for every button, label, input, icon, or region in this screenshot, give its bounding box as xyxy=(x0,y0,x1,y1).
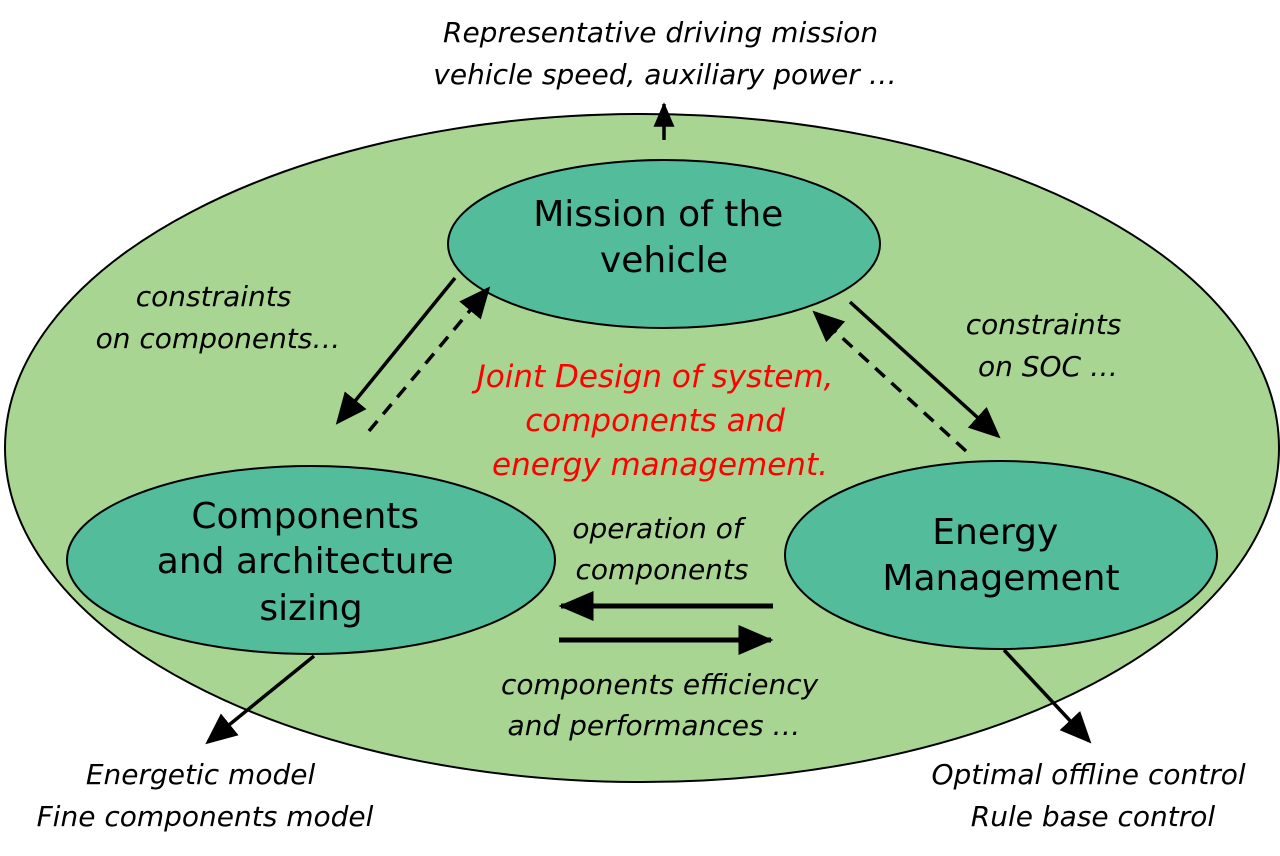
node-mission: Mission of the vehicle xyxy=(447,159,881,329)
label-operation-components-line-2: components xyxy=(576,553,749,586)
center-title: Joint Design of system, components and e… xyxy=(471,359,844,483)
center-line-1: Joint Design of system, xyxy=(471,359,834,395)
output-bottom-left-line-2: Fine components model xyxy=(37,800,374,833)
output-bottom-left: Energetic model Fine components model xyxy=(37,758,374,833)
center-line-2: components and xyxy=(525,403,785,439)
node-energy: Energy Management xyxy=(784,460,1218,650)
node-components-shape xyxy=(66,465,556,655)
output-bottom-right-line-2: Rule base control xyxy=(971,800,1216,833)
arrow-energy-to-mission-dashed xyxy=(812,310,968,453)
node-components-line-2: and architecture xyxy=(157,541,454,582)
output-top-line-1: Representative driving mission xyxy=(443,16,878,49)
arrow-energy-to-bottom-right-output xyxy=(1002,648,1092,744)
node-energy-shape xyxy=(784,460,1218,650)
arrow-mission-to-energy xyxy=(848,300,1001,439)
node-energy-line-2: Management xyxy=(882,558,1119,599)
label-constraints-components-line-1: constraints xyxy=(136,280,292,313)
output-top-line-2: vehicle speed, auxiliary power … xyxy=(433,58,896,91)
label-efficiency-performances: components efficiency and performances … xyxy=(501,668,827,742)
label-operation-components-line-1: operation of xyxy=(572,512,746,545)
node-mission-line-2: vehicle xyxy=(600,240,728,281)
node-energy-line-1: Energy xyxy=(932,512,1058,553)
output-bottom-right-line-1: Optimal offline control xyxy=(931,758,1245,791)
node-components-line-1: Components xyxy=(191,496,419,537)
node-components-label: Components and architecture sizing xyxy=(157,496,465,629)
node-mission-shape xyxy=(447,159,881,329)
node-mission-label: Mission of the vehicle xyxy=(533,194,795,281)
output-bottom-left-line-1: Energetic model xyxy=(86,758,316,791)
label-efficiency-performances-line-1: components efficiency xyxy=(501,668,819,701)
output-bottom-right: Optimal offline control Rule base contro… xyxy=(931,758,1254,833)
label-operation-components: operation of components xyxy=(572,512,751,586)
node-energy-label: Energy Management xyxy=(882,512,1119,599)
node-components: Components and architecture sizing xyxy=(66,465,556,655)
label-constraints-soc: constraints on SOC … xyxy=(966,308,1131,383)
output-top: Representative driving mission vehicle s… xyxy=(433,16,896,91)
label-constraints-soc-line-2: on SOC … xyxy=(978,350,1118,383)
label-constraints-components-line-2: on components… xyxy=(96,322,341,355)
arrow-mission-to-components xyxy=(335,276,457,425)
label-constraints-components: constraints on components… xyxy=(96,280,341,355)
arrow-components-to-mission-dashed xyxy=(367,286,491,433)
label-efficiency-performances-line-2: and performances … xyxy=(508,709,801,742)
label-constraints-soc-line-1: constraints xyxy=(966,308,1122,341)
center-line-3: energy management. xyxy=(492,447,828,483)
node-components-line-3: sizing xyxy=(259,588,362,629)
node-mission-line-1: Mission of the xyxy=(533,194,783,235)
arrow-components-to-bottom-left-output xyxy=(205,654,316,745)
